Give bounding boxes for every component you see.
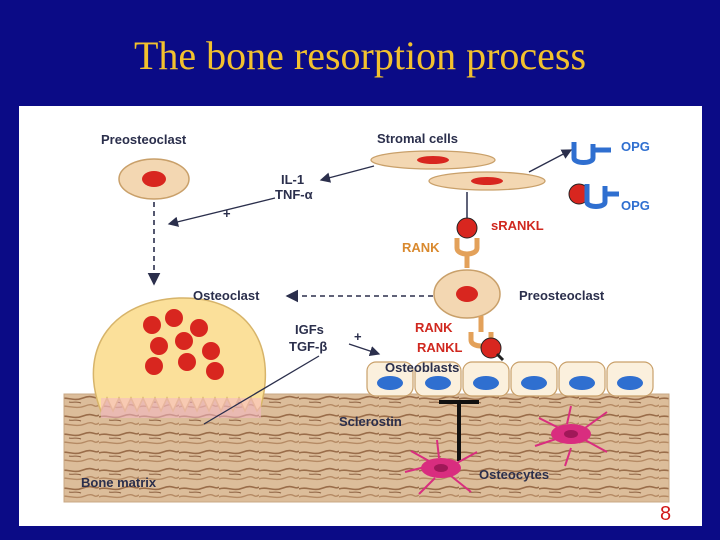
rankl-ligand: [480, 337, 505, 362]
preosteoclast-top-cell: [118, 158, 190, 200]
osteocytes-label: Osteocytes: [479, 467, 549, 482]
preosteoclast-mid-label: Preosteoclast: [519, 288, 605, 303]
il1-label: IL-1: [281, 172, 304, 187]
osteoblasts-label: Osteoblasts: [385, 360, 459, 375]
rankl-label: RANKL: [417, 340, 463, 355]
srankl-ligand: [456, 192, 478, 239]
stromal-to-opg-arrow: [528, 149, 573, 173]
bone-resorption-diagram: Preosteoclast Stromal cells OPG OPG IL-1…: [19, 106, 702, 526]
stromal-cells: [370, 150, 546, 191]
opg-receptor-2: [568, 183, 619, 209]
page-number: 8: [660, 503, 672, 525]
preosteoclast-mid-cell: [433, 269, 501, 319]
tnf-label: TNF-α: [275, 187, 313, 202]
opg-receptor-1: [571, 142, 611, 165]
opg-label-1: OPG: [621, 139, 650, 154]
plus-sign-1: +: [223, 206, 231, 221]
osteoclast-label: Osteoclast: [193, 288, 260, 303]
osteocyte-1: [404, 439, 478, 495]
preosteoclast-top-label: Preosteoclast: [101, 132, 187, 147]
sclerostin-label: Sclerostin: [339, 414, 402, 429]
cytokine-to-preosteoclast-arrow: [167, 197, 276, 227]
bone-matrix-label: Bone matrix: [81, 475, 157, 490]
growth-factor-arrow: [348, 343, 381, 357]
rank-top-label: RANK: [402, 240, 440, 255]
stromal-cells-label: Stromal cells: [377, 131, 458, 146]
sclerostin-inhibition: [439, 400, 479, 461]
slide-title: The bone resorption process: [133, 33, 587, 78]
rank-receptor-top: [454, 238, 480, 268]
igfs-label: IGFs: [295, 322, 324, 337]
srankl-label: sRANKL: [491, 218, 544, 233]
opg-label-2: OPG: [621, 198, 650, 213]
osteoclast-cell: [92, 297, 266, 418]
stromal-to-cytokine-arrow: [319, 165, 375, 183]
osteoblast-row: [366, 361, 654, 397]
tgf-label: TGF-β: [289, 339, 327, 354]
plus-sign-2: +: [354, 329, 362, 344]
rank-mid-label: RANK: [415, 320, 453, 335]
bone-to-growth-factor-line: [203, 355, 320, 425]
osteocyte-2: [534, 405, 608, 467]
